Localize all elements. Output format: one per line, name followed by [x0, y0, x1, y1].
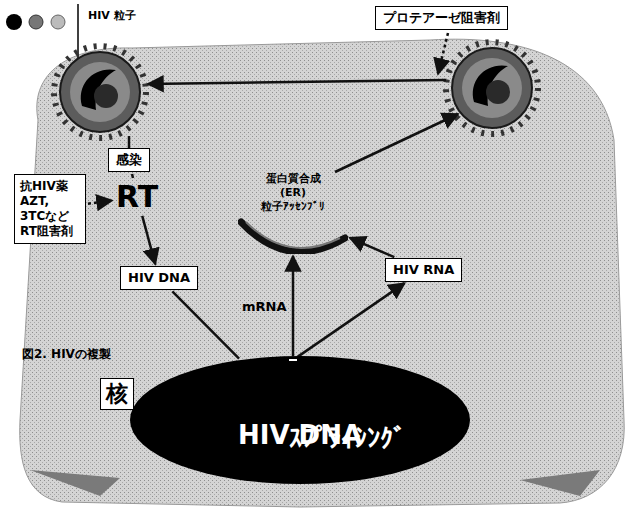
nucleus-tag: 核 — [100, 378, 134, 410]
particle-label: HIV 粒子 — [88, 8, 136, 23]
figure-caption: 図2. HIVの複製 — [22, 346, 111, 363]
release-arrow — [148, 80, 446, 84]
node-text: ｽﾌﾟﾗｲｼﾝｸﾞ — [289, 423, 297, 453]
dna-box: HIV DNA — [120, 266, 198, 290]
hiv-particle — [54, 46, 146, 138]
node-text: 抗HIV薬 AZT, 3TCなど RT阻害剤 — [20, 179, 80, 239]
node-text: プロテアーゼ阻害剤 — [383, 10, 500, 26]
splicing-box: ｽﾌﾟﾗｲｼﾝｸﾞ — [288, 358, 298, 362]
budding-arrow — [335, 114, 458, 172]
node-text: 核 — [106, 380, 128, 408]
er-membrane-light — [246, 222, 340, 248]
node-text: 蛋白質合成 (ER) 粒子ｱｯｾﾝﾌﾞﾘ — [253, 172, 333, 214]
drug-box: 抗HIV薬 AZT, 3TCなど RT阻害剤 — [14, 174, 86, 244]
cell-body — [20, 39, 625, 507]
connector-arrow — [172, 291, 239, 358]
rna-box: HIV RNA — [385, 258, 462, 282]
connector-arrow — [88, 200, 112, 203]
entry-line — [128, 136, 131, 148]
enzyme-label: RT — [114, 180, 160, 214]
node-text: HIV DNA — [128, 270, 190, 286]
hiv-particle — [446, 42, 538, 134]
process-box: 感染 — [108, 148, 150, 172]
inhibitor-arrow — [438, 33, 448, 74]
node-text: HIV RNA — [393, 262, 454, 278]
connector-arrow — [292, 256, 295, 356]
node-text: 感染 — [116, 152, 142, 168]
edge-label: mRNA — [242, 299, 287, 314]
er-membrane — [241, 222, 345, 252]
nucleus: HIV DNAｽﾌﾟﾗｲｼﾝｸﾞ — [130, 356, 470, 484]
connector-arrow — [142, 216, 155, 264]
node-text: HIV DNA — [130, 420, 470, 450]
legend-dot — [29, 15, 43, 29]
connector-arrow — [131, 174, 134, 178]
connector-arrow — [350, 238, 394, 257]
er-node: 蛋白質合成 (ER) 粒子ｱｯｾﾝﾌﾞﾘ — [238, 172, 348, 254]
legend-dot — [51, 15, 65, 29]
connector-arrow — [298, 283, 405, 357]
node-text: RT — [116, 180, 158, 214]
legend-dot — [6, 14, 22, 30]
nucleus-ellipse — [130, 356, 470, 484]
inhibitor-box: プロテアーゼ阻害剤 — [375, 6, 508, 30]
